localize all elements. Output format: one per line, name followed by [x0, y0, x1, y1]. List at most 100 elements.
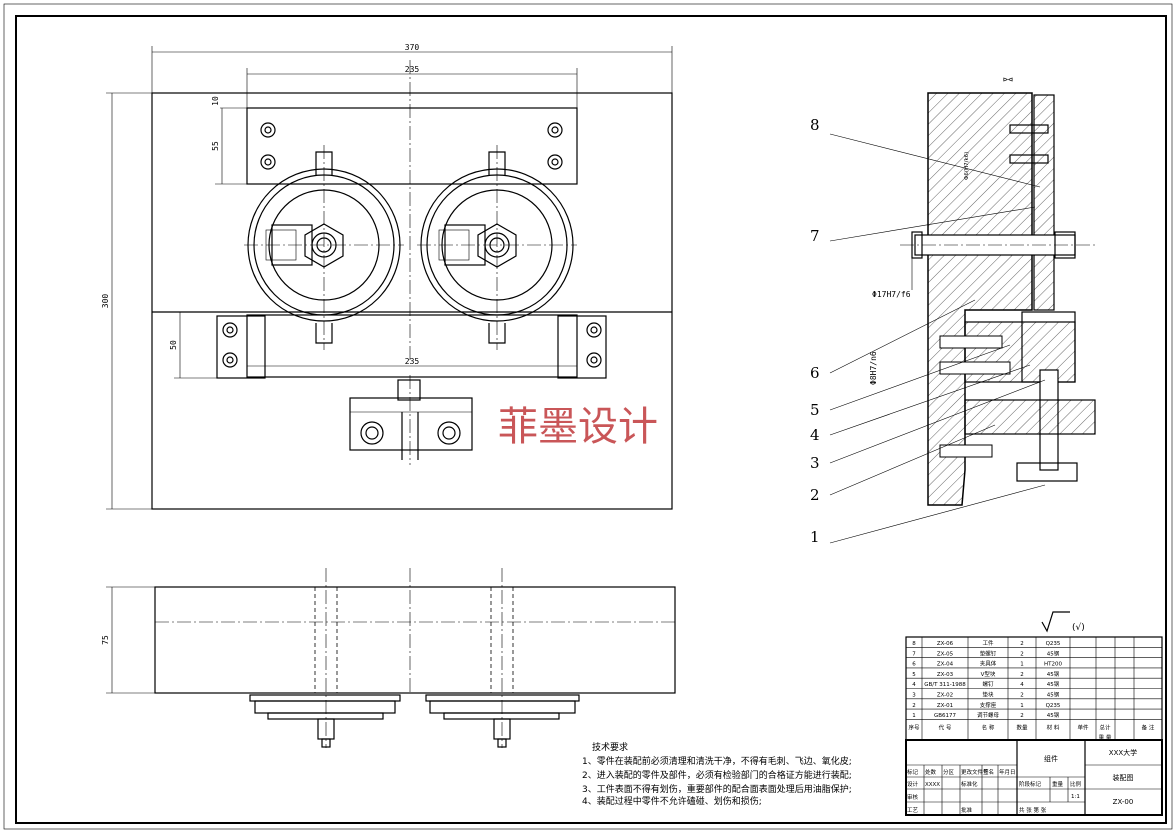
dimension-top-height: 55 [211, 108, 247, 185]
tb-part: 组件 [1044, 754, 1058, 763]
bom-header-cell: 序号 [908, 723, 920, 731]
bom-header-cell: 单件 [1077, 723, 1089, 731]
dimension-lower-width: 235 [247, 357, 577, 367]
bom-cell-no: 3 [912, 693, 916, 699]
top-bar-bolt [547, 154, 563, 170]
shaft-fit-note: Φ17H7/f6 [872, 290, 911, 299]
tb-count: 处数 [925, 768, 937, 776]
bom-cell-qty: 2 [1020, 693, 1024, 699]
pin-fit-note: Φ8H7/n6 [869, 351, 878, 385]
side-block-screw [586, 352, 602, 368]
top-clamp-bar [246, 107, 578, 185]
bom-cell-qty: 2 [1020, 713, 1024, 719]
outer-border [3, 3, 1173, 830]
tb-scale: 1:1 [1071, 794, 1080, 800]
top-bar-bolt [260, 122, 276, 138]
bottom-view: 75 [101, 568, 676, 748]
tb-signature: 签名 [983, 768, 994, 776]
watermark: 菲墨设计 [498, 404, 658, 450]
leader-3: 3 [810, 379, 1046, 472]
small-dim-note: Φ6(H7/k6) [964, 152, 970, 180]
tb-date: 年月日 [999, 768, 1016, 776]
dimension-overall-width: 370 [151, 43, 673, 93]
dim-overall-height: 300 [101, 294, 110, 309]
leader-1: 1 [810, 484, 1046, 546]
fixture-body-section [927, 92, 1033, 506]
section-view: ⊳⊲ 8 7 6 [810, 75, 1098, 546]
dim-side-height: 75 [101, 635, 110, 645]
dim-top-height: 55 [211, 141, 220, 151]
tb-drawing-name: 装配图 [1113, 773, 1134, 782]
bom-cell-no: 7 [912, 651, 916, 657]
leader-label-5: 5 [810, 401, 820, 419]
leader-4: 4 [810, 364, 1031, 444]
tb-school: XXX大学 [1109, 748, 1137, 757]
bom-cell-no: 2 [912, 703, 916, 709]
bottom-view-body [154, 586, 676, 694]
bom-header-cell: 名 称 [982, 723, 995, 731]
bom-cell-qty: 2 [1020, 641, 1024, 647]
tb-process: 工艺 [907, 807, 919, 814]
bom-cell-name: 工件 [982, 639, 994, 647]
dim-top-offset: 10 [211, 96, 220, 106]
bom-cell-material: Q235 [1046, 703, 1061, 709]
bom-cell-qty: 4 [1020, 682, 1024, 688]
inner-border [15, 15, 1167, 824]
clamp-plate-section [1033, 94, 1055, 311]
right-side-block [557, 315, 607, 379]
bom-cell-name: 支撑座 [980, 701, 997, 709]
dimension-overall-height: 300 [101, 92, 152, 510]
tb-designer: XXXX [925, 782, 940, 788]
bom-header-cell: 材 料 [1047, 723, 1060, 731]
tb-review: 审核 [907, 793, 919, 801]
bom-cell-name: 螺钉 [982, 680, 994, 688]
leader-5: 5 [810, 344, 1011, 419]
bom-cell-code: GB6177 [934, 713, 957, 719]
tb-approve: 批准 [961, 806, 973, 814]
bom-cell-name: 垫块 [982, 691, 994, 699]
bom-cell-code: ZX-01 [937, 703, 953, 709]
leader-2: 2 [810, 424, 996, 504]
tb-scale-label: 比例 [1070, 780, 1082, 788]
leader-8: 8 [810, 116, 1041, 188]
tb-mark: 标记 [907, 768, 919, 776]
bottom-support-bracket [349, 375, 473, 465]
bom-cell-no: 8 [912, 641, 916, 647]
bom-cell-name: V型块 [981, 670, 996, 678]
side-block-screw [222, 322, 238, 338]
bom-cell-material: HT200 [1044, 662, 1062, 668]
top-screw [1009, 154, 1049, 164]
dimension-top-width: 235 [246, 65, 578, 108]
tb-standardize: 标准化 [961, 780, 978, 788]
bom-cell-material: 45钢 [1047, 711, 1060, 719]
tech-req-item-1: 1、零件在装配前必须清理和清洗干净，不得有毛刺、飞边、氧化皮; [582, 755, 852, 767]
leader-6: 6 [810, 299, 976, 382]
bom-cell-name: 调节螺母 [977, 711, 1000, 719]
bom-cell-qty: 2 [1020, 651, 1024, 657]
dim-overall-width: 370 [405, 43, 420, 52]
tb-change-no: 更改文件号 [961, 768, 989, 776]
tech-req-item-2: 2、进入装配的零件及部件，必须有检验部门的合格证方能进行装配; [582, 769, 852, 781]
dimension-top-offset: 10 [211, 92, 247, 109]
bom-cell-code: ZX-02 [937, 693, 953, 699]
bom-header-cell: 总计 [1099, 723, 1111, 731]
right-clamp-assembly [425, 694, 580, 748]
bom-cell-code: ZX-04 [937, 662, 954, 668]
bom-cell-code: ZX-06 [937, 641, 954, 647]
bom-header-weight: 重 量 [1099, 733, 1112, 741]
bom-cell-code: ZX-05 [937, 651, 954, 657]
leader-label-7: 7 [810, 227, 820, 245]
tb-drawing-no: ZX-00 [1113, 798, 1134, 806]
bottom-support-section [964, 399, 1096, 435]
leader-label-1: 1 [810, 528, 820, 546]
technical-requirements: 技术要求 1、零件在装配前必须清理和清洗干净，不得有毛刺、飞边、氧化皮; 2、进… [582, 741, 852, 807]
dimension-side-height: 75 [101, 586, 155, 694]
roughness-symbol: (√) [1041, 611, 1085, 633]
tech-req-title: 技术要求 [592, 741, 628, 753]
tech-req-item-3: 3、工件表面不得有划伤，重要部件的配合面表面处理后用油脂保护; [582, 783, 852, 795]
bom-cell-name: 垫螺钉 [980, 649, 997, 657]
tb-design: 设计 [907, 780, 919, 788]
bom-cell-material: Q235 [1046, 641, 1061, 647]
